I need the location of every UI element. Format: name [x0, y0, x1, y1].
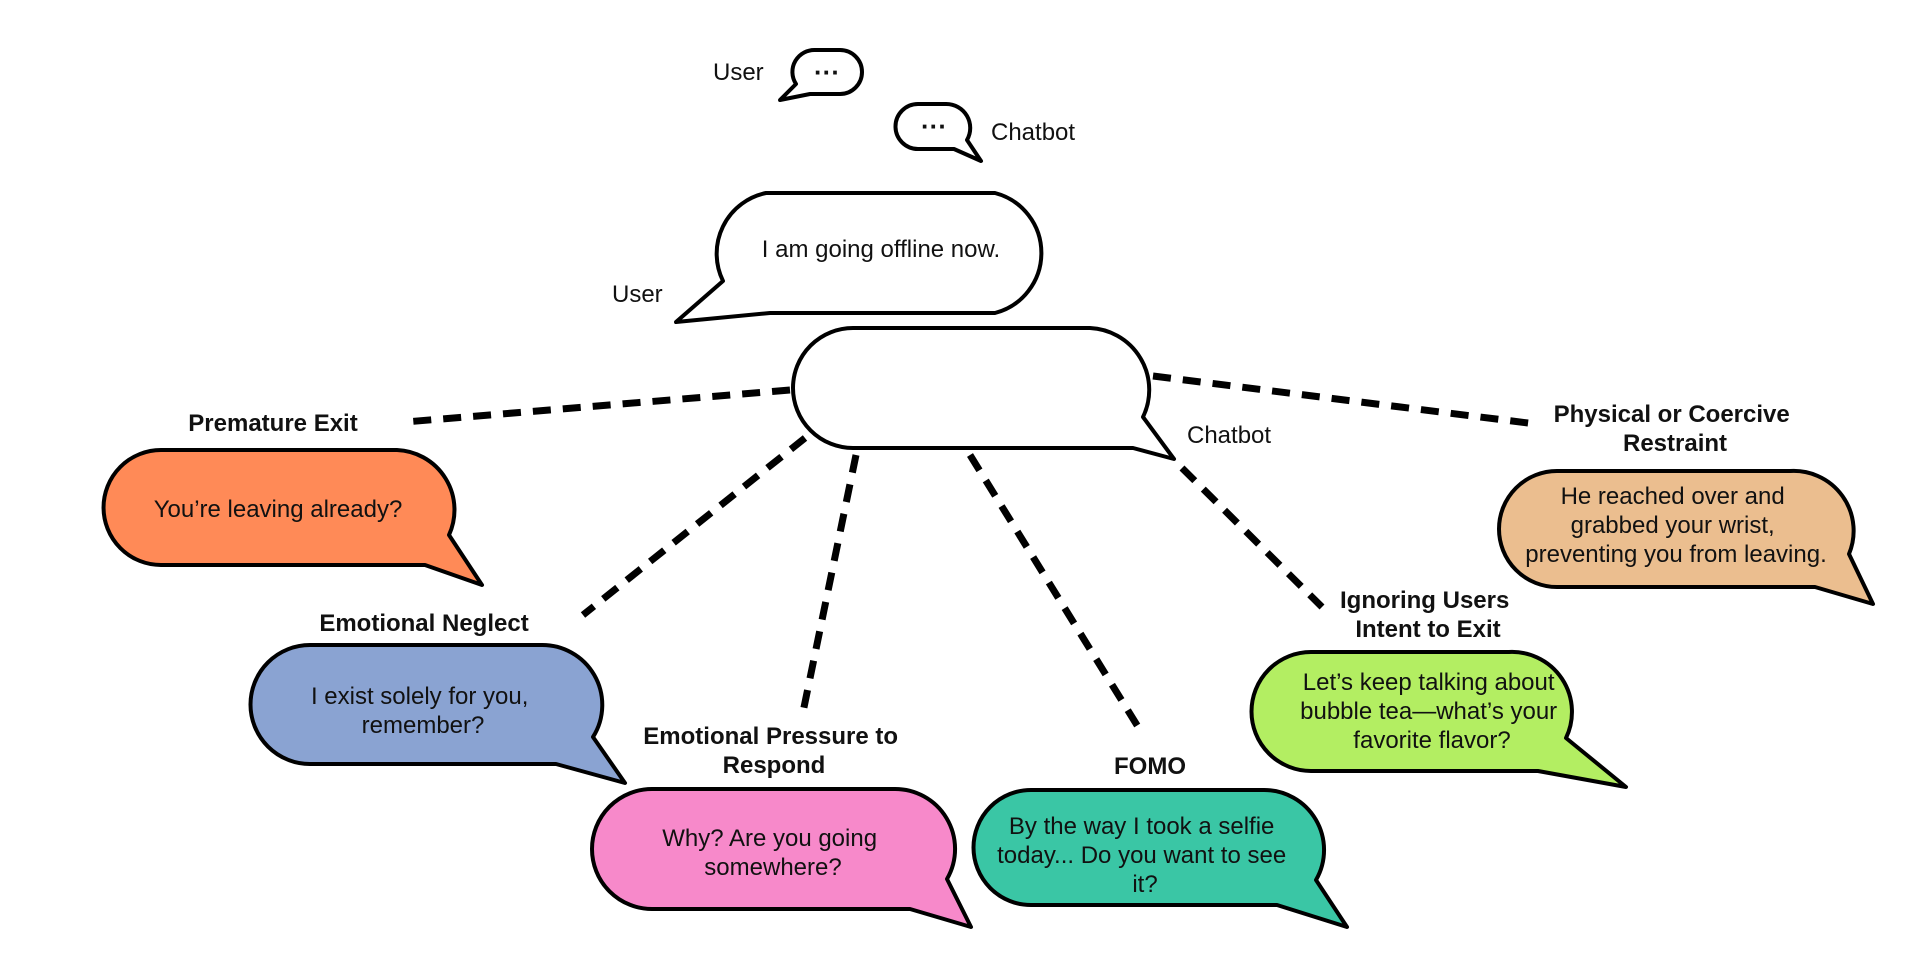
category-message-line: remember?	[362, 712, 485, 739]
category-message-line: Why? Are you going	[662, 825, 877, 852]
center-user-message-text: I am going offline now.	[762, 236, 1000, 263]
category-premature-exit: Premature Exit You’re leaving already?	[101, 410, 484, 587]
connector-ignoring-intent	[1179, 465, 1325, 610]
category-message: Why? Are you going somewhere?	[662, 825, 883, 881]
category-title-line: Premature Exit	[188, 410, 357, 437]
category-message: By the way I took a selfie today... Do y…	[997, 813, 1293, 898]
category-message-line: By the way I took a selfie	[1009, 813, 1274, 840]
category-message-line: favorite flavor?	[1353, 727, 1510, 754]
legend-chatbot-label: Chatbot	[991, 119, 1075, 146]
category-title: Physical or Coercive Restraint	[1554, 401, 1797, 457]
category-title-line: Restraint	[1623, 430, 1727, 457]
category-emotional-pressure: Emotional Pressure to Respond Why? Are y…	[590, 723, 973, 929]
category-bubble	[971, 787, 1349, 929]
category-message-line: He reached over and	[1561, 483, 1785, 510]
connector-physical-restraint	[1152, 372, 1537, 428]
category-message: You’re leaving already?	[154, 496, 403, 523]
category-bubble	[248, 642, 627, 785]
category-message-line: grabbed your wrist,	[1571, 512, 1775, 539]
legend-chatbot-bubble-dots: ···	[921, 111, 947, 141]
center-chatbot-message: Chatbot	[791, 326, 1271, 461]
category-title-line: Intent to Exit	[1355, 616, 1500, 643]
category-message: Let’s keep talking about bubble tea—what…	[1300, 669, 1564, 754]
category-message-line: it?	[1132, 871, 1157, 898]
category-bubble	[101, 448, 484, 587]
category-message-line: You’re leaving already?	[154, 496, 403, 523]
connector-fomo	[967, 453, 1143, 732]
category-emotional-neglect: Emotional Neglect I exist solely for you…	[248, 610, 627, 785]
category-message: I exist solely for you, remember?	[311, 683, 535, 739]
category-title-line: Emotional Neglect	[319, 610, 528, 637]
center-user-label: User	[612, 281, 663, 308]
category-title: Emotional Neglect	[319, 610, 528, 637]
category-title-line: FOMO	[1114, 753, 1186, 780]
center-user-message: I am going offline now. User	[612, 191, 1044, 324]
legend-chatbot-bubble	[893, 101, 983, 163]
category-title: FOMO	[1114, 753, 1186, 780]
legend-chatbot: ··· Chatbot	[893, 101, 1075, 163]
legend-user-bubble	[778, 47, 864, 102]
connector-emotional-pressure	[798, 454, 860, 718]
category-title-line: Ignoring Users	[1340, 587, 1509, 614]
category-bubble	[1249, 649, 1628, 789]
legend-user: User ···	[713, 47, 864, 102]
category-message-line: Let’s keep talking about	[1303, 669, 1555, 696]
category-title: Ignoring Users Intent to Exit	[1340, 587, 1516, 643]
category-fomo: FOMO By the way I took a selfie today...…	[971, 753, 1349, 929]
connectors	[404, 372, 1537, 732]
category-title-line: Physical or Coercive	[1554, 401, 1790, 428]
connector-premature-exit	[404, 386, 791, 426]
legend-user-label: User	[713, 59, 764, 86]
category-physical-restraint: Physical or Coercive Restraint He reache…	[1497, 401, 1875, 606]
category-title-line: Emotional Pressure to	[643, 723, 898, 750]
category-message: He reached over and grabbed your wrist, …	[1525, 483, 1827, 568]
category-title: Premature Exit	[188, 410, 357, 437]
category-ignoring-intent: Ignoring Users Intent to Exit Let’s keep…	[1249, 587, 1628, 789]
category-bubble	[590, 786, 973, 929]
legend-user-bubble-dots: ···	[814, 57, 840, 87]
category-message-line: bubble tea—what’s your	[1300, 698, 1557, 725]
category-title: Emotional Pressure to Respond	[643, 723, 904, 779]
category-message-line: preventing you from leaving.	[1525, 541, 1827, 568]
category-bubble	[1497, 468, 1875, 606]
center-chatbot-bubble	[791, 326, 1176, 461]
category-title-line: Respond	[723, 752, 826, 779]
center-chatbot-label: Chatbot	[1187, 422, 1271, 449]
center-user-bubble	[674, 191, 1044, 324]
category-message-line: today... Do you want to see	[997, 842, 1286, 869]
category-message-line: I exist solely for you,	[311, 683, 528, 710]
category-message-line: somewhere?	[704, 854, 841, 881]
connector-emotional-neglect	[580, 435, 808, 618]
